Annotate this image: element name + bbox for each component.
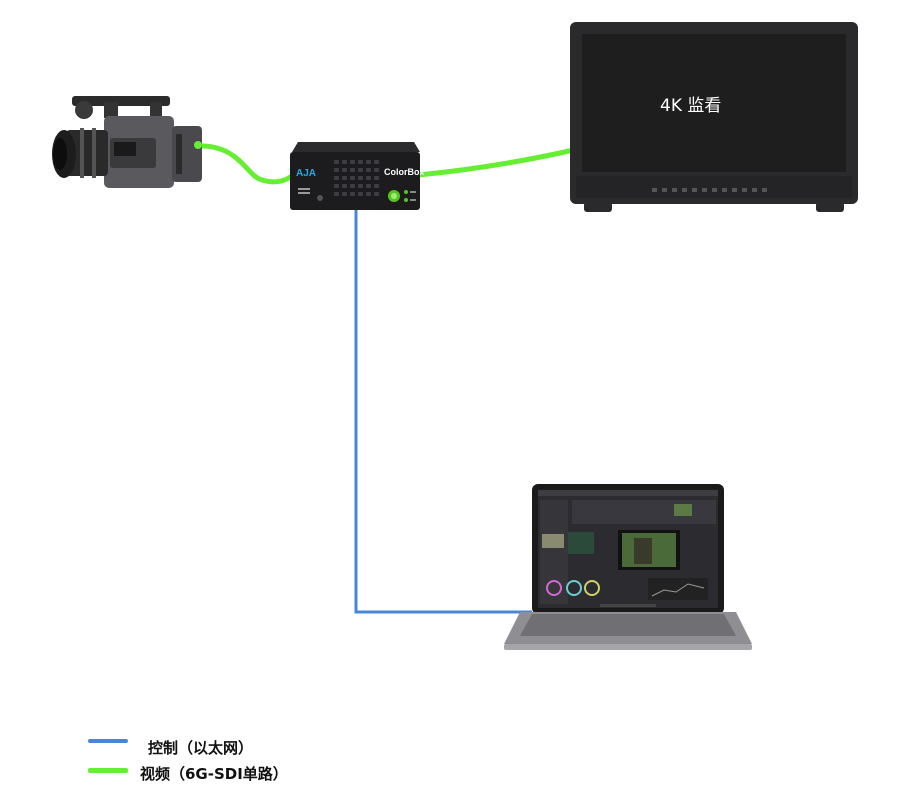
monitor-buttons — [652, 188, 767, 192]
colorbox-model-label: ColorBox — [384, 167, 425, 177]
legend-swatch-video — [88, 768, 128, 773]
legend: 控制（以太网） 视频（6G-SDI单路） — [88, 739, 288, 783]
laptop-icon — [504, 484, 752, 650]
cinema-camera-icon — [52, 96, 202, 188]
video-cable-colorbox-to-monitor — [415, 147, 577, 178]
monitor-icon: 4K 监看 — [570, 22, 858, 212]
control-cable-colorbox-to-laptop — [354, 208, 532, 614]
colorbox-device: AJA ColorBox — [290, 142, 425, 210]
legend-swatch-control — [88, 739, 128, 743]
legend-item-control: 控制（以太网） — [88, 739, 253, 757]
legend-item-video: 视频（6G-SDI单路） — [88, 765, 288, 783]
video-cable-camera-to-colorbox — [193, 143, 303, 185]
legend-label-video: 视频（6G-SDI单路） — [140, 765, 288, 783]
legend-label-control: 控制（以太网） — [148, 739, 253, 757]
monitor-screen-label: 4K 监看 — [660, 96, 721, 116]
colorbox-brand-label: AJA — [296, 168, 316, 179]
